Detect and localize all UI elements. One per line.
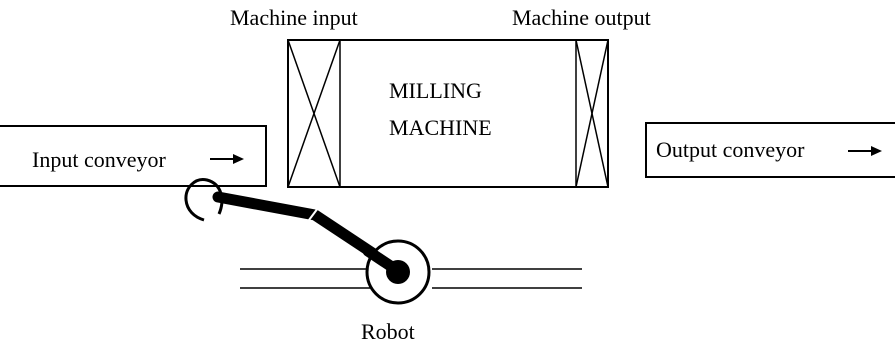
milling-machine-label-line2: MACHINE bbox=[389, 115, 492, 140]
machine-output-station bbox=[575, 39, 609, 188]
robot-rails bbox=[240, 268, 582, 289]
robot bbox=[184, 178, 431, 305]
output-conveyor-label: Output conveyor bbox=[656, 137, 805, 162]
input-conveyor-outline bbox=[0, 125, 267, 187]
output-conveyor-outline bbox=[645, 122, 895, 178]
input-conveyor-label: Input conveyor bbox=[32, 147, 166, 172]
input-conveyor-arrow-icon bbox=[210, 154, 244, 164]
machine-output-label: Machine output bbox=[512, 5, 651, 30]
output-conveyor-arrow-icon bbox=[848, 146, 882, 156]
milling-machine-label-line1: MILLING bbox=[389, 78, 482, 103]
robot-gripper-icon bbox=[184, 178, 224, 222]
output-conveyor: Output conveyor bbox=[645, 122, 895, 178]
input-conveyor: Input conveyor bbox=[0, 125, 267, 187]
milling-machine: MILLING MACHINE bbox=[287, 39, 609, 188]
robot-elbow-joint bbox=[308, 207, 319, 221]
robot-label: Robot bbox=[361, 319, 415, 344]
milling-machine-body bbox=[287, 39, 609, 188]
machine-input-station bbox=[287, 39, 341, 188]
machine-input-label: Machine input bbox=[230, 5, 358, 30]
